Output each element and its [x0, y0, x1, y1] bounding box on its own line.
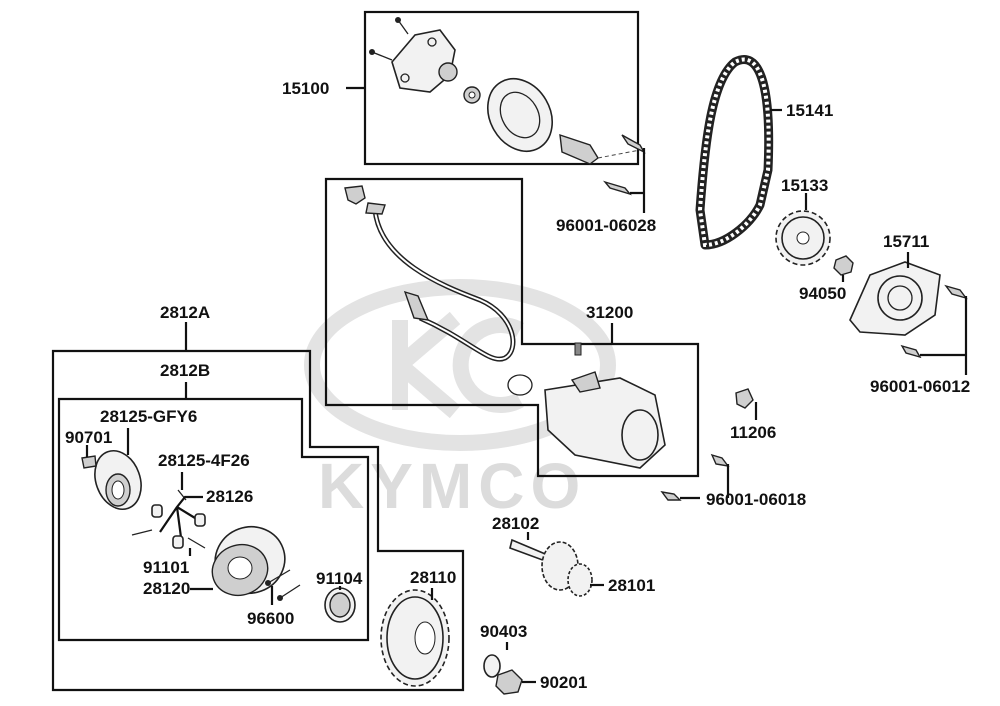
bolt-pair-06028 — [602, 134, 646, 213]
part-label-31200: 31200 — [586, 303, 633, 322]
part-label-91104: 91104 — [316, 569, 363, 588]
part-label-28126: 28126 — [206, 487, 253, 506]
part-label-28125-GFY6: 28125-GFY6 — [100, 407, 197, 426]
part-label-90403: 90403 — [480, 622, 527, 641]
part-label-90201: 90201 — [540, 673, 587, 692]
part-label-28125-4F26: 28125-4F26 — [158, 451, 250, 470]
part-label-28110: 28110 — [410, 568, 456, 587]
clamp-11206-drawing — [735, 388, 754, 409]
nut-90201-drawing — [495, 669, 523, 695]
leader-28126 — [159, 495, 203, 546]
starter-motor-drawing — [507, 342, 666, 469]
starter-driven-gear-drawing — [380, 589, 450, 687]
part-label-15711: 15711 — [883, 232, 929, 251]
group-box-2812A — [51, 349, 465, 692]
rollers-drawing — [131, 504, 206, 549]
part-label-15100: 15100 — [282, 79, 329, 98]
leader-96001-06018 — [680, 464, 730, 500]
part-label-28101: 28101 — [608, 576, 655, 595]
nut-94050-drawing — [833, 255, 854, 276]
sprocket-drawing — [775, 210, 831, 266]
needle-bearing-drawing — [324, 587, 356, 623]
kymco-watermark: KYMCO — [304, 279, 616, 522]
part-label-15141: 15141 — [786, 101, 833, 120]
part-label-94050: 94050 — [799, 284, 846, 303]
part-label-2812A: 2812A — [160, 303, 210, 322]
chain-cover-drawing — [849, 261, 941, 336]
drive-chain-drawing — [695, 55, 774, 250]
idle-gear-drawing — [509, 538, 593, 597]
part-label-15133: 15133 — [781, 176, 828, 195]
washer-90403-drawing — [483, 654, 501, 678]
one-way-clutch-drawing — [211, 525, 286, 597]
bolts-96600-drawing — [265, 569, 301, 601]
key-90701-drawing — [81, 455, 97, 469]
watermark-brand-text: KYMCO — [318, 450, 586, 522]
part-label-96001-06018: 96001-06018 — [706, 490, 806, 509]
bolts-06018-drawing — [660, 453, 730, 501]
part-label-11206: 11206 — [730, 423, 776, 442]
part-label-2812B: 2812B — [160, 361, 210, 380]
part-label-28102: 28102 — [492, 514, 539, 533]
clutch-hub-drawing — [94, 450, 142, 510]
oil-pump-drawing — [369, 17, 641, 165]
part-label-90701: 90701 — [65, 428, 112, 447]
part-label-28120: 28120 — [143, 579, 190, 598]
part-label-96001-06012: 96001-06012 — [870, 377, 970, 396]
leader-28120 — [188, 548, 213, 591]
part-label-96600: 96600 — [247, 609, 294, 628]
starter-cable-drawing — [344, 185, 516, 362]
group-box-2812B — [57, 397, 370, 642]
bolt-pair-06012 — [900, 284, 968, 375]
part-label-96001-06028: 96001-06028 — [556, 216, 656, 235]
group-box-31200 — [324, 177, 700, 478]
part-label-91101: 91101 — [143, 558, 189, 577]
